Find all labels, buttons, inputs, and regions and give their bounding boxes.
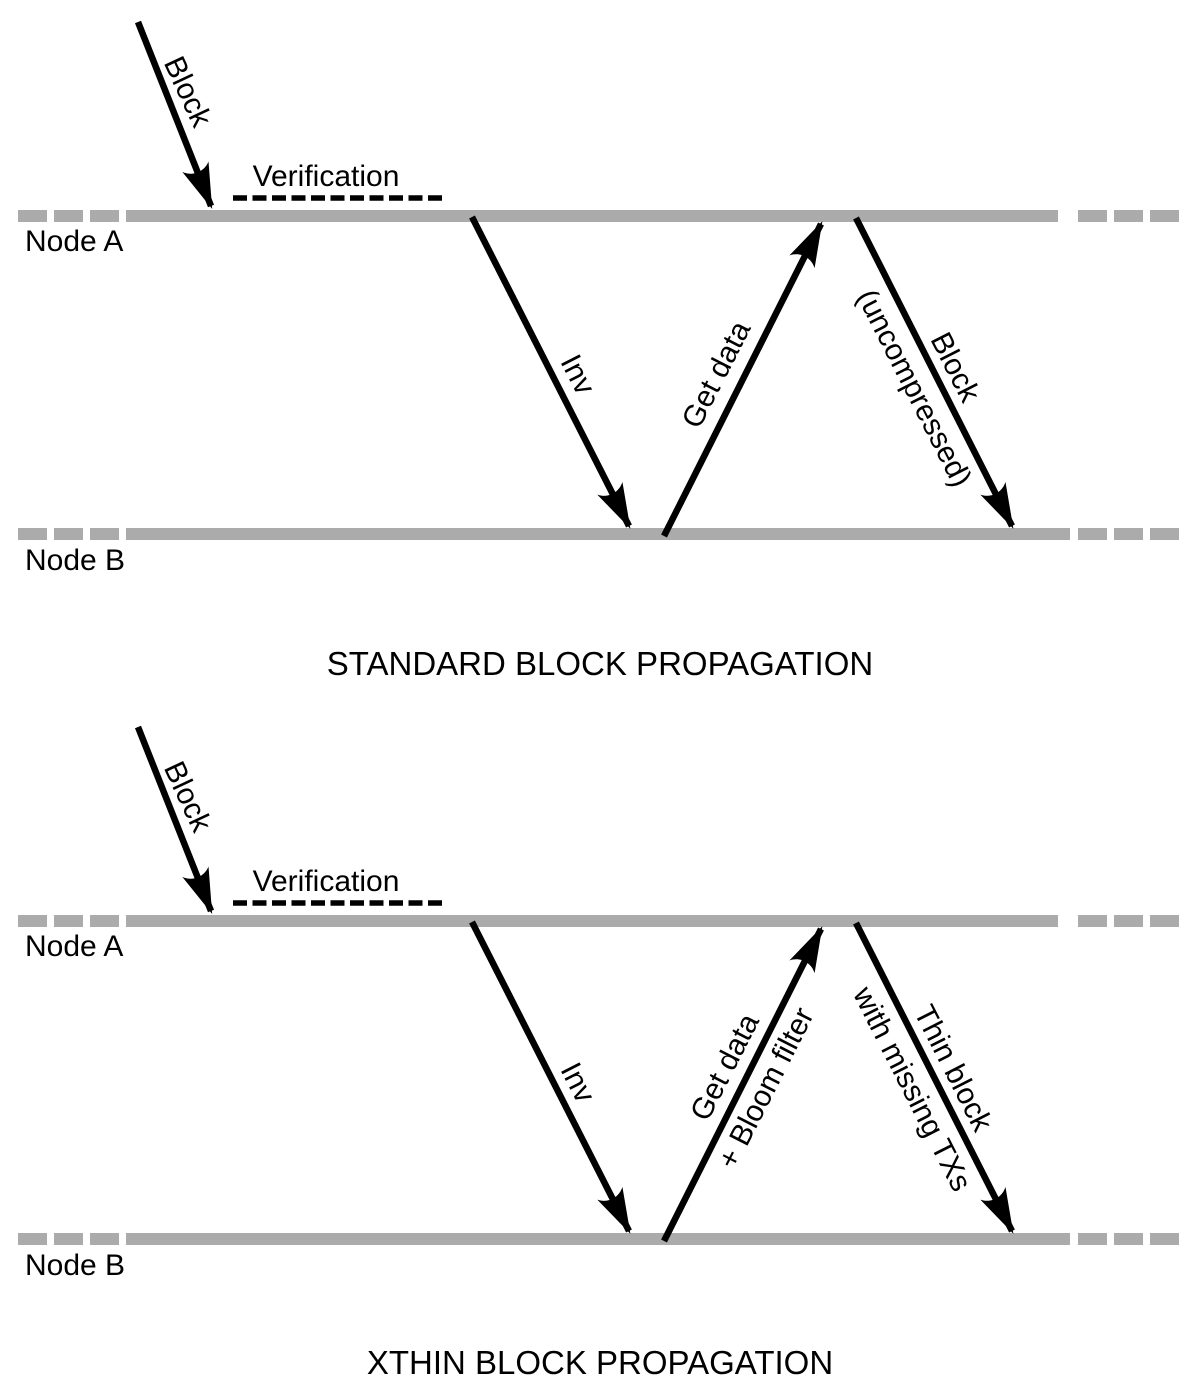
block-uncompressed-arrow [853,216,1015,529]
node-b-label: Node B [25,544,126,577]
get-data-bloom-arrow [661,926,824,1243]
verification-label: Verification [252,865,400,898]
diagram-title: XTHIN BLOCK PROPAGATION [366,1344,834,1381]
xthin-diagram-graphics [18,725,1179,1245]
standard-diagram-graphics [18,20,1179,540]
block-arrival-arrow [134,725,215,914]
node-a-label: Node A [25,930,124,963]
thin-block-arrow [853,921,1015,1234]
node-b-label: Node B [25,1249,126,1282]
inv-arrow [469,920,632,1234]
block-arrival-arrow [134,20,215,209]
node-a-label: Node A [25,225,124,258]
diagram-title: STANDARD BLOCK PROPAGATION [326,645,874,682]
inv-arrow [469,215,632,529]
verification-label: Verification [252,160,400,193]
get-data-arrow [661,221,824,538]
